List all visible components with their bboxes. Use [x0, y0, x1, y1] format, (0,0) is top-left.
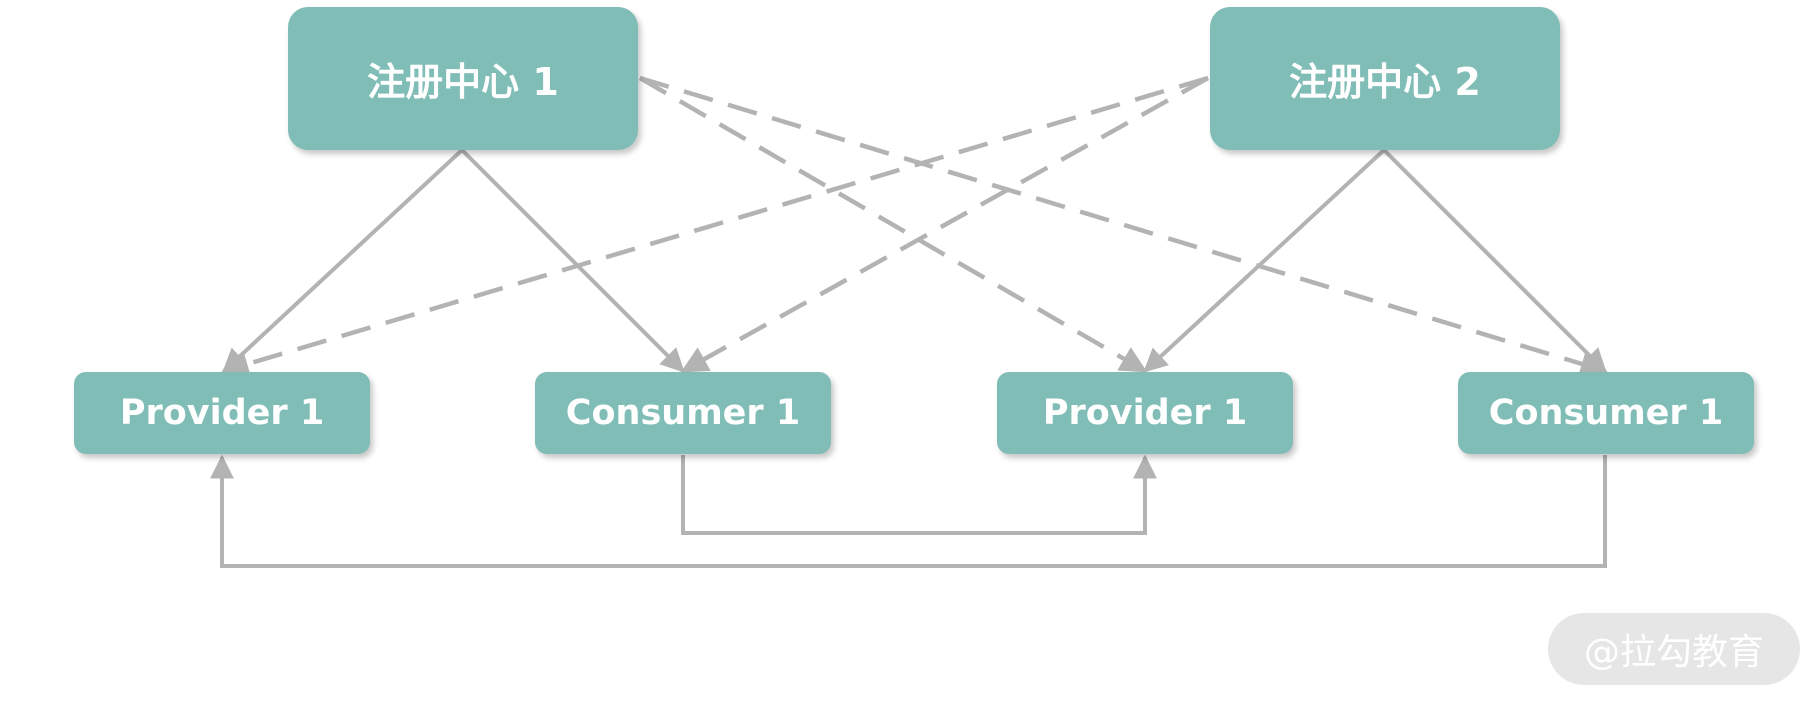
registry-2-node: 注册中心 2: [1210, 7, 1560, 150]
lagou-watermark: @拉勾教育: [1548, 613, 1800, 685]
solid-edge-registry2-consumer2: [1382, 148, 1607, 373]
consumer-2-label: Consumer 1: [1488, 393, 1724, 433]
watermark-text: @拉勾教育: [1583, 632, 1764, 673]
provider-1-label: Provider 1: [119, 393, 325, 433]
solid-edge-registry1-consumer1: [460, 148, 685, 373]
registry-1-label: 注册中心 1: [367, 60, 559, 104]
call-edge-consumer1-provider2: [681, 454, 1157, 535]
dashed-edge-registry1-consumer2: [639, 75, 1608, 377]
dashed-edge-registry1-provider2: [638, 76, 1148, 373]
dashed-edge-registry2-provider1: [221, 75, 1209, 378]
consumer-2-node: Consumer 1: [1458, 372, 1754, 454]
solid-edge-registry1-provider1: [222, 148, 464, 373]
registry-1-node: 注册中心 1: [288, 7, 638, 150]
registry-2-label: 注册中心 2: [1289, 60, 1481, 104]
consumer-1-node: Consumer 1: [535, 372, 831, 454]
provider-1-node: Provider 1: [74, 372, 370, 454]
provider-2-node: Provider 1: [997, 372, 1293, 454]
consumer-1-label: Consumer 1: [565, 393, 801, 433]
provider-2-label: Provider 1: [1042, 393, 1248, 433]
solid-edge-registry2-provider2: [1143, 148, 1386, 373]
dashed-edge-registry2-consumer1: [680, 76, 1210, 373]
call-edge-consumer2-provider1: [210, 454, 1607, 568]
